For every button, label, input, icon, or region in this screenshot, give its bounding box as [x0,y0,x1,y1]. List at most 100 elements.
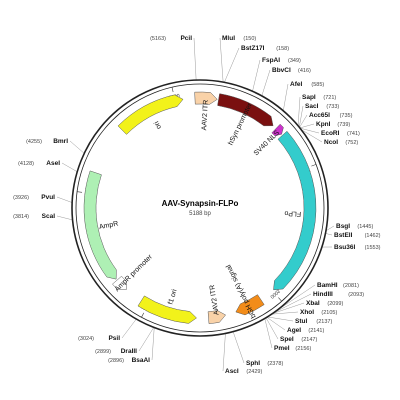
feature-ampr-9 [83,170,117,280]
site-pos-bsu36i: (1553) [365,245,381,251]
site-pos-spei: (2147) [301,337,317,343]
site-sphi: SphI (2378) [246,360,283,367]
site-pos-xbai: (2099) [327,301,343,307]
site-pos-afei: (585) [311,82,324,88]
site-pos-ncoi: (752) [345,140,358,146]
site-pos-psii: (3024) [78,336,94,342]
site-name-sapi: SapI [302,94,316,101]
site-name-bsu36i: Bsu36I [334,244,356,251]
backbone-outer-circle [71,79,329,337]
site-hindiii: HindIII (2093) [313,291,364,298]
site-stui: StuI (2137) [295,318,332,325]
site-pos-mlui: (150) [243,36,256,42]
site-name-afei: AfeI [290,81,302,88]
site-name-ncoi: NcoI [324,139,338,146]
site-pos-pvui: (3926) [13,195,29,201]
feature-label-ori-0: ori [153,119,163,130]
site-name-agei: AgeI [287,327,301,334]
site-sapi: SapI (721) [302,94,336,101]
site-name-stui: StuI [295,318,307,325]
site-name-bmri: BmrI [53,138,68,145]
site-leader-scai [56,215,73,221]
site-ecori: EcoRI(741) [321,130,360,137]
feature-label-sv40-nls-3: SV40 NLS [253,129,282,157]
site-leader-asci [222,333,226,372]
site-pos-scai: (3814) [13,214,29,220]
site-ncoi: NcoI (752) [324,139,358,146]
site-leader-fspai [252,59,261,92]
site-name-bsteii: BstEII [334,232,353,239]
site-leader-bsgi [325,225,335,232]
site-leader-xhoi [271,311,299,315]
site-pos-fspai: (349) [288,58,301,64]
site-pos-pcii: (5163) [150,36,166,42]
site-leader-sapi [297,96,301,126]
site-leader-mlui [219,37,224,83]
site-pos-bsteii: (1462) [365,233,381,239]
site-pos-bsgi: (1445) [357,224,373,230]
feature-ampr-promoter-8 [112,275,127,291]
site-name-xhoi: XhoI [300,309,314,316]
site-leader-bmri [69,140,85,154]
site-name-sphi: SphI [246,360,260,367]
site-name-asei: AseI [46,160,60,167]
site-bmri: BmrI(4255) [26,138,68,145]
site-pos-sphi: (2378) [267,361,283,367]
site-afei: AfeI (585) [290,81,324,88]
site-bsaai: BsaAI(2896) [108,357,150,364]
site-asci: AscI(2429) [225,368,262,375]
site-fspai: FspAI(349) [262,57,301,64]
site-pos-bamhi: (2081) [343,283,359,289]
site-pos-asci: (2429) [246,369,262,375]
site-leader-hindiii [272,293,312,314]
site-name-bsaai: BsaAI [132,357,151,364]
site-pos-xhoi: (2105) [321,310,337,316]
site-leader-pcii [193,37,197,81]
site-mlui: MluI (150) [222,35,256,42]
feature-label-f1-ori-7: f1 ori [167,288,178,305]
site-xhoi: XhoI (2105) [300,309,337,316]
site-pos-draiii: (2899) [95,349,111,355]
tick-mark-1000 [311,164,317,167]
site-bsu36i: Bsu36I (1553) [334,244,381,251]
site-scai: ScaI(3814) [13,213,55,220]
site-leader-xbai [272,302,305,314]
site-leader-bstz17i [224,47,240,83]
site-name-mlui: MluI [222,35,235,42]
site-leader-sphi [232,331,245,364]
feature-sv40-nls-3 [271,123,284,137]
feature-label-aav2-itr-1: AAV2 ITR [201,100,210,131]
feature-f1-ori-7 [137,295,197,324]
site-pos-bbvci: (416) [298,68,311,74]
site-name-bsgi: BsgI [336,223,350,230]
site-pcii: PciI(5163) [150,35,192,42]
plasmid-title: AAV-Synapsin-FLPo [162,199,239,208]
site-leader-bsteii [325,233,333,236]
site-name-kpni: KpnI [316,121,331,128]
site-agei: AgeI(2141) [287,327,324,334]
site-kpni: KpnI (739) [316,121,350,128]
site-leader-bsaai [151,327,155,361]
site-leader-acc65i [299,114,308,128]
site-pos-pmei: (2156) [295,346,311,352]
site-bstz17i: BstZ17I(158) [241,45,289,52]
site-acc65i: Acc65I(735) [309,112,353,119]
site-leader-saci [299,105,304,128]
site-psii: PsiI(3024) [78,335,120,342]
site-leaders [56,37,335,372]
site-leader-asei [61,162,78,172]
site-name-bbvci: BbvCI [272,67,291,74]
site-pos-hindiii: (2093) [348,292,364,298]
site-pos-sapi: (721) [323,95,336,101]
tick-mark-2000 [278,297,282,302]
site-name-acc65i: Acc65I [309,112,330,119]
plasmid-size: 5188 bp [189,211,211,217]
site-leader-pmei [264,318,273,349]
feature-label-ampr-promoter-8: AmpR promoter [114,253,155,293]
site-name-hindiii: HindIII [313,291,333,298]
site-asei: AseI(4128) [18,160,60,167]
site-pos-kpni: (739) [337,122,350,128]
site-pos-stui: (2137) [316,319,332,325]
feature-hsyn-promoter-2 [217,93,274,127]
